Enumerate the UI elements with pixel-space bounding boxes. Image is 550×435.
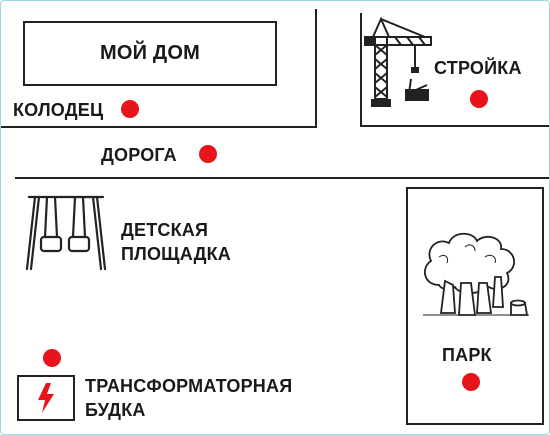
road-edge-top-left (1, 126, 317, 128)
home-building (23, 21, 277, 86)
lightning-icon (38, 383, 54, 413)
crane-icon (364, 16, 432, 107)
well-marker (121, 100, 139, 118)
construction-marker (470, 90, 488, 108)
well-label: КОЛОДЕЦ (13, 100, 104, 120)
road-edge-top-right (360, 125, 549, 127)
playground-label-line2: ПЛОЩАДКА (121, 244, 231, 264)
transformer-marker (43, 349, 61, 367)
park-marker (462, 373, 480, 391)
swing-icon (25, 195, 107, 271)
street-vertical-left (315, 9, 317, 128)
transformer-label-line1: ТРАНСФОРМАТОРНАЯ (85, 376, 293, 396)
transformer-label-line2: БУДКА (85, 400, 146, 420)
playground-label-line1: ДЕТСКАЯ (121, 220, 209, 240)
construction-label: СТРОЙКА (434, 58, 522, 78)
road-edge-bottom (15, 177, 549, 179)
road-label: ДОРОГА (101, 145, 177, 165)
transformer-booth (17, 375, 75, 421)
street-vertical-right (360, 13, 362, 127)
park-label: ПАРК (442, 345, 492, 365)
trees-icon (423, 232, 529, 316)
road-marker (199, 145, 217, 163)
home-label: МОЙ ДОМ (99, 42, 200, 64)
